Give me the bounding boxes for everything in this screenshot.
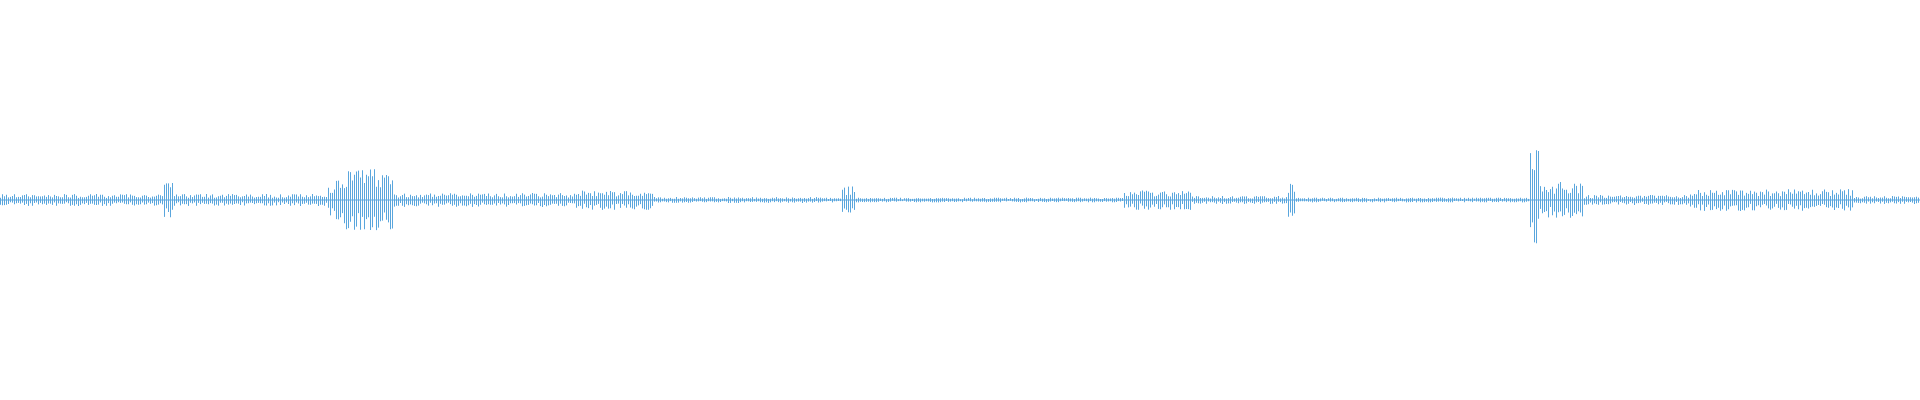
waveform-bars bbox=[0, 150, 1920, 244]
waveform-path bbox=[0, 150, 1919, 244]
